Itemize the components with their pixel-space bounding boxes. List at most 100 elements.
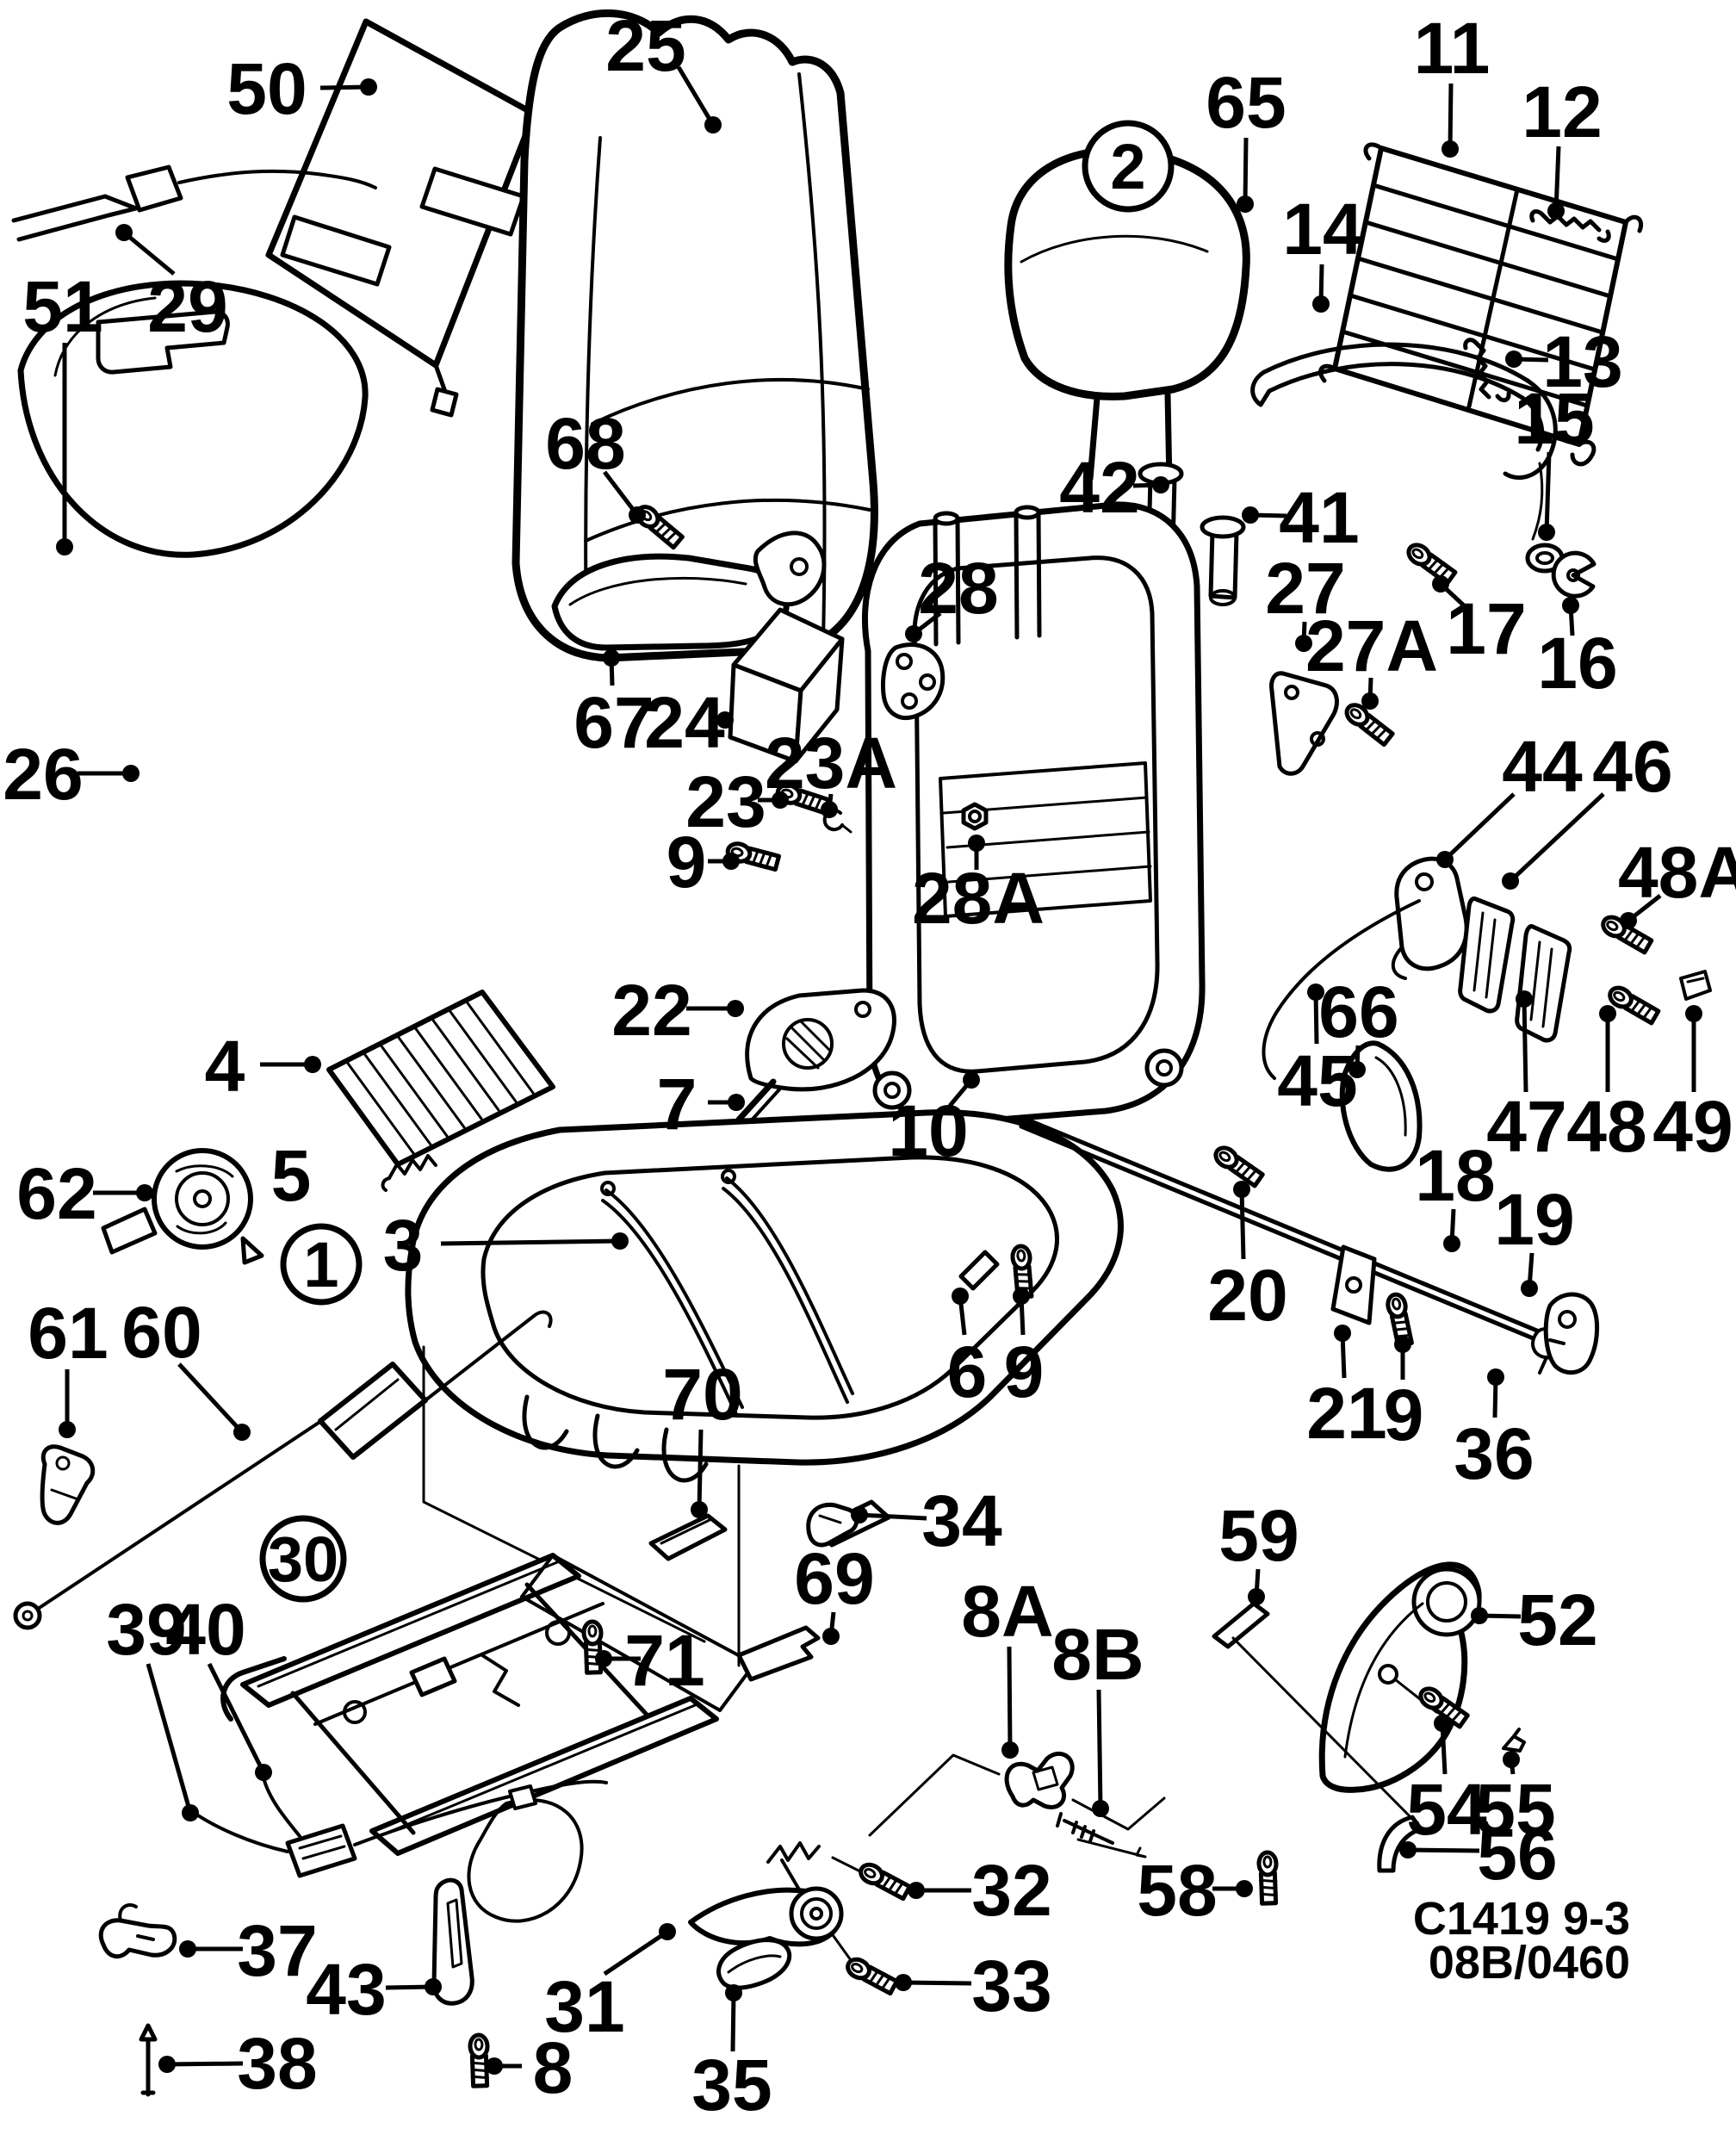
part-number-label-62: 62	[16, 1153, 96, 1234]
leader-dot-37	[179, 1940, 196, 1958]
callout-3: 3	[383, 1205, 629, 1286]
callout-14: 14	[1282, 189, 1363, 313]
leader-dot-44	[1436, 851, 1454, 868]
part-clip-69	[736, 1625, 821, 1682]
leader-dot-35	[725, 1984, 742, 2001]
part-tension-spring-upper	[1529, 209, 1611, 243]
leader-dot-58	[1236, 1880, 1253, 1897]
group-marker-circle-30	[259, 1515, 347, 1603]
leader-dot-39	[182, 1804, 199, 1821]
part-number-label-20: 20	[1207, 1255, 1287, 1336]
callout-26: 26	[3, 734, 140, 815]
leader-dot-15	[1538, 524, 1555, 541]
part-shoe-46	[1458, 897, 1516, 1014]
leader-dot-9b	[1394, 1336, 1411, 1353]
callout-42: 42	[1059, 447, 1169, 528]
part-pins-8b	[1056, 1812, 1147, 1858]
part-number-label-5: 5	[271, 1135, 312, 1216]
leader-line-31	[603, 1929, 669, 1976]
callout-65: 65	[1206, 62, 1286, 213]
leader-dot-9c	[1013, 1288, 1030, 1305]
part-number-label-50: 50	[226, 48, 307, 129]
part-hook-37	[98, 1903, 177, 1959]
leader-dot-45	[1307, 984, 1324, 1001]
callout-16: 16	[1537, 597, 1618, 704]
leader-dot-52	[1471, 1607, 1488, 1624]
callout-47: 47	[1486, 990, 1567, 1167]
callout-7: 7	[657, 1064, 745, 1145]
callout-29: 29	[115, 224, 228, 347]
leader-dot-48A	[1620, 912, 1637, 929]
leader-dot-42	[1152, 476, 1169, 493]
part-number-label-31: 31	[544, 1966, 624, 2047]
leader-line-29	[122, 231, 176, 276]
group-marker-circle-2	[1082, 120, 1175, 213]
part-pin-38	[139, 2023, 158, 2097]
leader-line-3	[440, 1238, 621, 1246]
leader-dot-33	[895, 1974, 912, 1991]
part-clamp-61	[40, 1444, 96, 1525]
part-number-label-39: 39	[106, 1589, 186, 1670]
leader-dot-16	[1562, 597, 1579, 614]
callout-28A: 28A	[912, 835, 1045, 939]
parts-artwork	[11, 9, 1712, 2097]
leader-dot-55	[1503, 1751, 1520, 1768]
part-trim-35	[716, 1938, 792, 1990]
part-number-label-18: 18	[1415, 1135, 1495, 1216]
part-number-label-8B: 8B	[1051, 1614, 1144, 1695]
part-number-label-38: 38	[237, 2023, 317, 2104]
part-number-label-9c: 9	[1004, 1331, 1045, 1412]
leader-dot-11	[1442, 140, 1459, 158]
part-number-label-41: 41	[1279, 477, 1359, 558]
callout-31: 31	[544, 1923, 676, 2047]
part-cushion-frame	[405, 1109, 1124, 1667]
callout-35: 35	[691, 1984, 772, 2125]
leader-line-40	[207, 1662, 266, 1774]
part-side-panel-52	[1318, 1561, 1482, 1793]
part-number-label-28A: 28A	[912, 858, 1045, 939]
callout-71: 71	[595, 1620, 705, 1701]
callout-32: 32	[908, 1850, 1052, 1931]
part-number-label-8A: 8A	[961, 1571, 1053, 1652]
leader-dot-51	[56, 538, 73, 555]
part-number-label-51: 51	[22, 266, 102, 347]
leader-dot-48	[1599, 1005, 1616, 1022]
callout-67: 67	[574, 649, 654, 763]
leader-line-20	[1239, 1188, 1246, 1260]
leader-dot-17	[1432, 575, 1449, 593]
callout-24: 24	[644, 682, 734, 763]
part-number-label-11: 11	[1414, 8, 1491, 89]
part-number-label-69: 69	[794, 1538, 874, 1619]
leader-line-70	[697, 1429, 704, 1511]
callout-25: 25	[605, 5, 722, 133]
part-handle-31	[688, 1841, 844, 1947]
part-number-label-27A: 27A	[1305, 605, 1438, 686]
part-number-label-60: 60	[121, 1292, 202, 1373]
part-heater-wiring	[11, 164, 377, 242]
group-marker-label-2: 2	[1110, 131, 1145, 202]
leader-dot-21	[1334, 1325, 1351, 1342]
callout-23: 23	[685, 761, 789, 842]
callout-54: 54	[1406, 1715, 1487, 1850]
leader-dot-13	[1505, 351, 1522, 368]
callout-9a: 9	[666, 822, 740, 903]
part-number-label-36: 36	[1454, 1413, 1534, 1494]
part-torsion-rod-18	[1019, 1115, 1546, 1344]
callout-46: 46	[1502, 726, 1673, 890]
callout-36: 36	[1454, 1368, 1534, 1494]
leader-dot-19	[1521, 1280, 1538, 1297]
callout-69: 69	[794, 1538, 875, 1645]
leader-dot-24	[716, 711, 734, 729]
part-foam-block-24	[728, 607, 845, 764]
part-number-label-12: 12	[1522, 71, 1602, 152]
part-number-label-9b: 9	[1384, 1374, 1424, 1455]
leader-dot-10	[963, 1071, 980, 1089]
part-number-label-66: 66	[1318, 971, 1398, 1052]
leader-dot-4	[304, 1056, 321, 1073]
callout-55: 55	[1475, 1751, 1556, 1850]
callout-49: 49	[1652, 1005, 1733, 1167]
part-number-label-43: 43	[306, 1949, 386, 2030]
